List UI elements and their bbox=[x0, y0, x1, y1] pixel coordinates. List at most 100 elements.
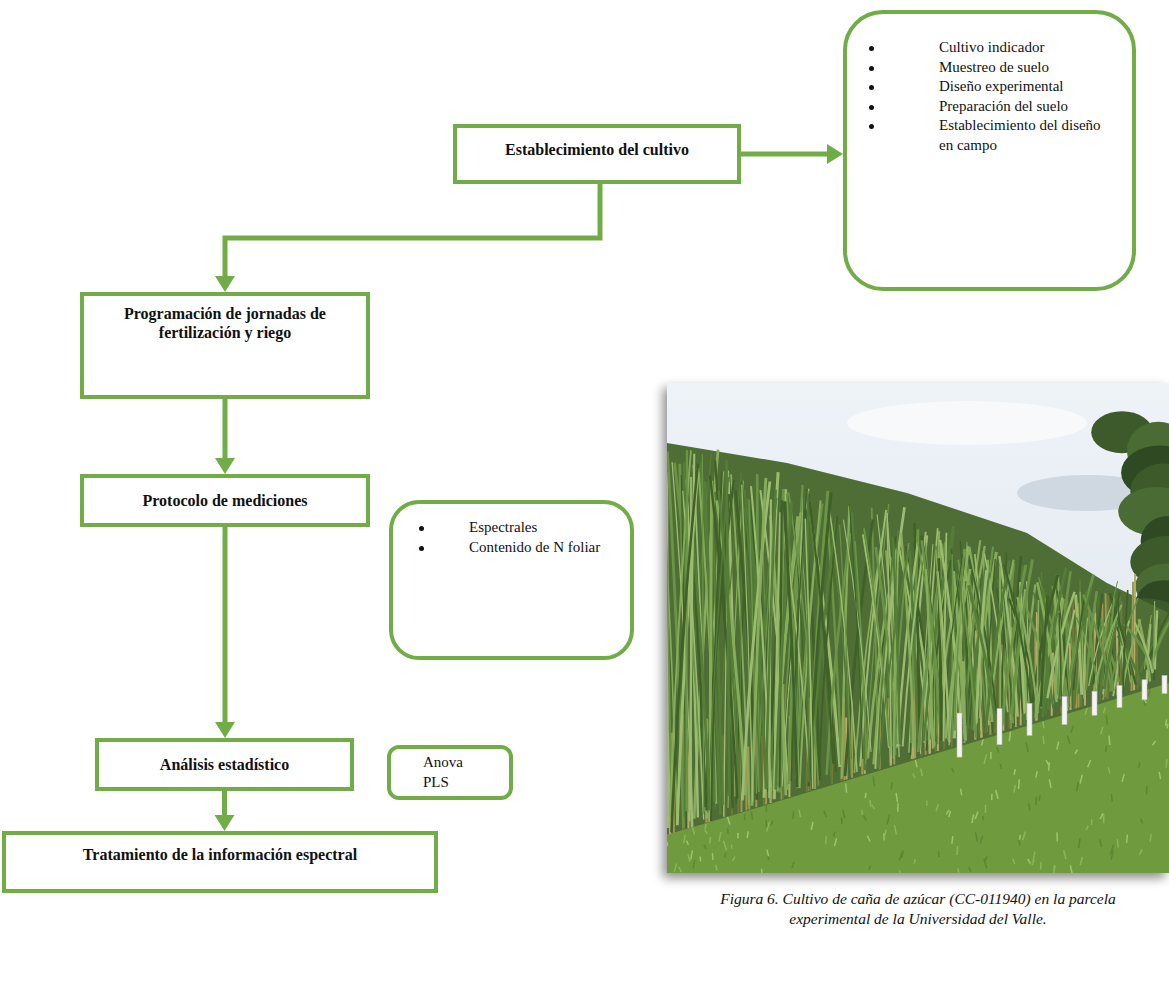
bullet-text: Cultivo indicador bbox=[939, 38, 1044, 58]
cane-leaf bbox=[1104, 621, 1117, 689]
connector-line bbox=[223, 399, 228, 459]
grass-blade bbox=[765, 820, 767, 827]
pvc-pipe bbox=[1092, 691, 1097, 715]
grass-blade bbox=[926, 800, 928, 805]
bullet-item: Muestreo de suelo bbox=[869, 58, 1120, 78]
cane-leaf bbox=[1061, 610, 1075, 699]
connector-line bbox=[222, 791, 227, 816]
cane-leaf bbox=[670, 450, 691, 815]
grass-blade bbox=[1049, 779, 1051, 787]
grass-blade bbox=[693, 860, 694, 868]
cane-leaf bbox=[944, 533, 947, 742]
grass-blade bbox=[887, 815, 890, 825]
cane-leaf bbox=[1118, 601, 1120, 676]
grass-blade bbox=[1149, 834, 1151, 841]
grass-blade bbox=[1039, 795, 1040, 800]
grass-blade bbox=[1075, 750, 1077, 754]
cloud bbox=[847, 401, 1087, 445]
grass-blade bbox=[833, 832, 835, 837]
pvc-pipe bbox=[1027, 703, 1032, 735]
grass-blade bbox=[1018, 779, 1020, 789]
grass-blade bbox=[687, 841, 689, 845]
cane-leaf bbox=[1082, 618, 1087, 695]
grass-blade bbox=[792, 811, 794, 819]
cane-leaf bbox=[968, 585, 996, 729]
bullet-text: Establecimiento del diseño en campo bbox=[939, 116, 1114, 155]
cane-leaf bbox=[986, 561, 1010, 734]
cane-leaf bbox=[1083, 595, 1112, 692]
grass-blade bbox=[896, 793, 897, 802]
bullet-text: Muestreo de suelo bbox=[939, 58, 1049, 78]
grass-blade bbox=[1159, 772, 1160, 779]
bullet-dot bbox=[869, 124, 874, 129]
grass-blade bbox=[705, 830, 707, 834]
grass-blade bbox=[731, 845, 733, 849]
grass-blade bbox=[938, 852, 940, 857]
grass-blade bbox=[1029, 804, 1031, 811]
bullet-item: Contenido de N foliar bbox=[419, 538, 618, 558]
grass-blade bbox=[1153, 741, 1156, 745]
grass-blade bbox=[984, 856, 987, 861]
grass-blade bbox=[1165, 719, 1167, 726]
grass-blade bbox=[771, 821, 773, 826]
bullet-dot bbox=[419, 546, 424, 551]
pvc-pipe bbox=[1117, 686, 1122, 708]
grass-blade bbox=[982, 816, 984, 820]
cane-leaf bbox=[901, 533, 914, 748]
grass-blade bbox=[864, 815, 867, 820]
grass-blade bbox=[1101, 727, 1103, 735]
grass-blade bbox=[969, 867, 971, 872]
grass-blade bbox=[865, 793, 867, 798]
grass-blade bbox=[811, 822, 813, 830]
grass-blade bbox=[1048, 762, 1050, 771]
cane-leaf bbox=[966, 581, 967, 726]
grass-blade bbox=[733, 857, 735, 861]
grass-blade bbox=[894, 825, 896, 835]
grass-blade bbox=[884, 830, 886, 840]
flow-arrow bbox=[215, 527, 235, 738]
grass-blade bbox=[845, 783, 847, 792]
cane-leaf bbox=[784, 501, 797, 787]
grass-blade bbox=[688, 854, 690, 861]
grass-blade bbox=[899, 870, 901, 873]
grass-blade bbox=[1091, 819, 1093, 824]
grass-blade bbox=[1139, 849, 1142, 855]
grass-blade bbox=[712, 853, 714, 860]
grass-blade bbox=[1026, 742, 1028, 752]
cane-leaf bbox=[999, 566, 1001, 727]
grass-blade bbox=[1086, 826, 1088, 830]
cane-leaf bbox=[1123, 590, 1128, 694]
grass-blade bbox=[1043, 736, 1044, 744]
grass-blade bbox=[843, 810, 845, 818]
grass-blade bbox=[1146, 786, 1148, 795]
grass-blade bbox=[975, 832, 977, 841]
grass-blade bbox=[980, 836, 982, 843]
cane-leaf bbox=[1135, 622, 1153, 673]
grass-blade bbox=[834, 838, 836, 846]
bullet-dot bbox=[869, 46, 874, 51]
grass-blade bbox=[1106, 746, 1107, 753]
flow-arrow bbox=[215, 791, 235, 831]
grass-blade bbox=[1139, 762, 1140, 768]
grass-blade bbox=[792, 862, 794, 868]
grass-blade bbox=[761, 869, 763, 873]
grass-blade bbox=[1035, 797, 1037, 805]
cane-leaf bbox=[710, 476, 737, 799]
grass-blade bbox=[958, 869, 959, 873]
cane-leaf bbox=[685, 450, 688, 811]
cane-leaf bbox=[918, 542, 945, 752]
grass-blade bbox=[1014, 769, 1015, 775]
grass-blade bbox=[724, 853, 725, 858]
connector-line bbox=[223, 527, 228, 723]
grass-blade bbox=[873, 776, 875, 786]
box-label: Análisis estadístico bbox=[109, 755, 340, 774]
sky bbox=[667, 383, 1169, 873]
box-label: Tratamiento de la información espectral bbox=[16, 845, 424, 864]
cane-leaf bbox=[1037, 600, 1038, 708]
cane-leaf bbox=[879, 550, 909, 769]
grass-blade bbox=[961, 789, 962, 795]
bullet-dot bbox=[419, 526, 424, 531]
pvc-pipe bbox=[1142, 680, 1147, 700]
grass-blade bbox=[946, 810, 949, 814]
grass-blade bbox=[824, 811, 827, 817]
